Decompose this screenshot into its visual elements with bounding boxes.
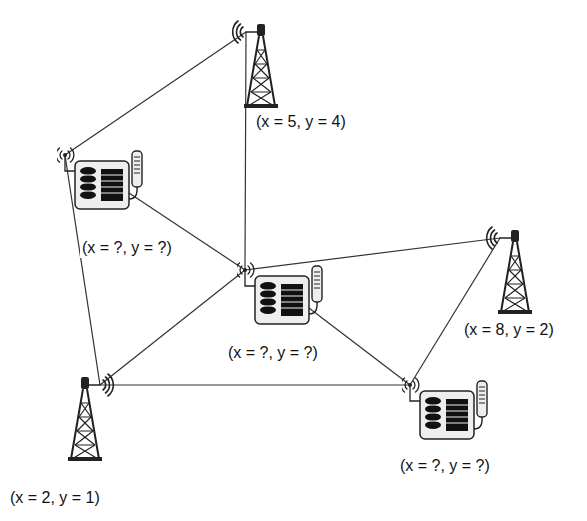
base-station-tower bbox=[60, 373, 130, 463]
anchor-node: (x = 8, y = 2) bbox=[462, 226, 556, 340]
signal-link bbox=[245, 32, 246, 270]
coordinate-label: (x = 8, y = 2) bbox=[462, 320, 556, 340]
device-node: (x = ?, y = ?) bbox=[57, 147, 174, 258]
coordinate-label: (x = ?, y = ?) bbox=[398, 456, 492, 476]
coordinate-label: (x = 5, y = 4) bbox=[254, 112, 348, 132]
anchor-node: (x = 2, y = 1) bbox=[8, 373, 130, 508]
anchor-node: (x = 5, y = 4) bbox=[216, 20, 348, 132]
signal-link bbox=[100, 270, 245, 385]
coordinate-label: (x = ?, y = ?) bbox=[80, 238, 174, 258]
radio-device bbox=[57, 147, 147, 217]
radio-device bbox=[402, 377, 492, 447]
signal-link bbox=[309, 308, 410, 385]
device-node: (x = ?, y = ?) bbox=[398, 377, 492, 476]
base-station-tower bbox=[216, 20, 286, 110]
coordinate-label: (x = ?, y = ?) bbox=[226, 343, 320, 363]
radio-device bbox=[237, 262, 327, 332]
base-station-tower bbox=[470, 226, 540, 316]
signal-link bbox=[245, 238, 500, 270]
signal-link bbox=[410, 238, 500, 385]
signal-link bbox=[129, 193, 245, 270]
signal-link bbox=[65, 32, 246, 155]
coordinate-label: (x = 2, y = 1) bbox=[8, 488, 102, 508]
device-node: (x = ?, y = ?) bbox=[226, 262, 327, 363]
signal-link bbox=[100, 384, 410, 385]
